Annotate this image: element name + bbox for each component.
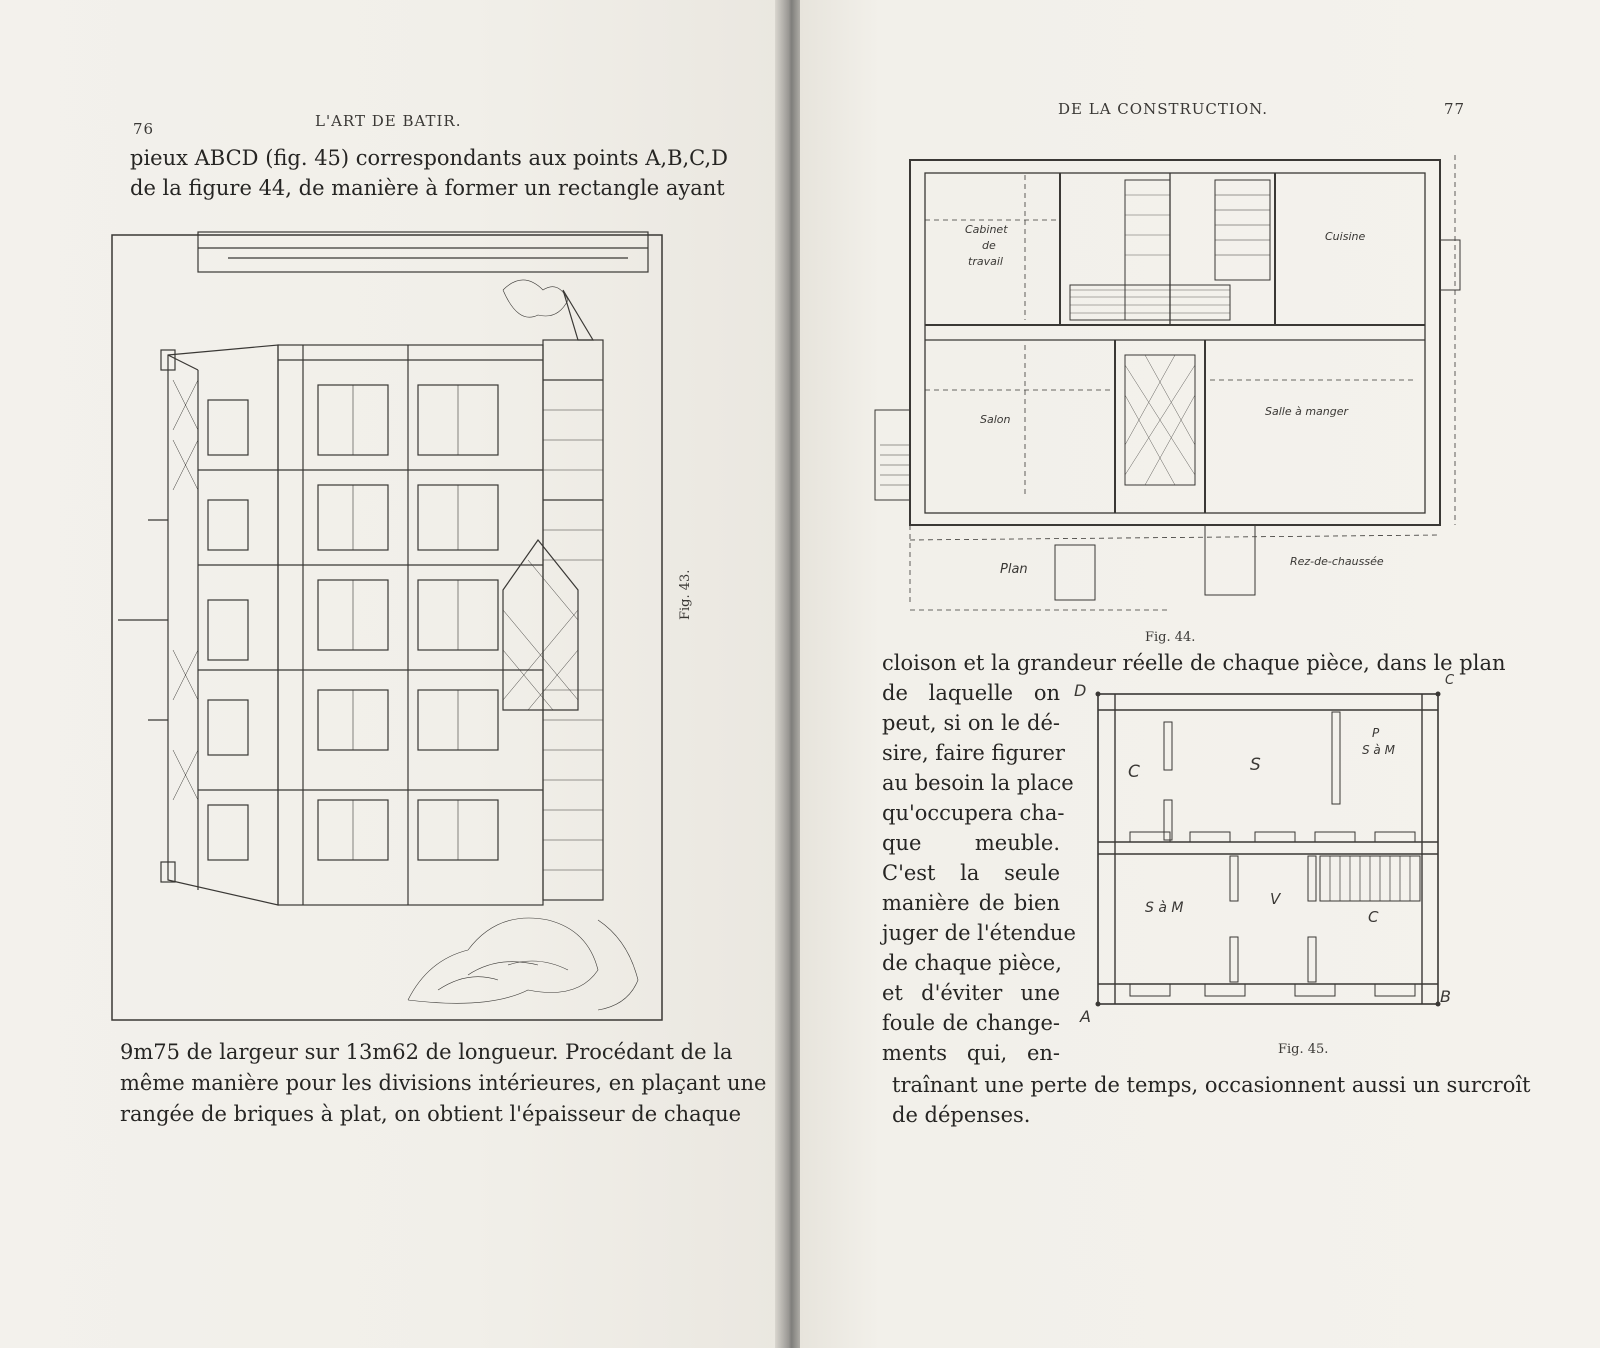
text-line: peut, si on le dé-: [882, 711, 1060, 735]
fig44-label: Plan: [1000, 562, 1028, 577]
text-line: que meuble.: [882, 831, 1060, 855]
right-text-bottom: traînant une perte de temps, occasionnen…: [892, 1070, 1531, 1130]
fig44-label: Cabinet: [965, 223, 1008, 236]
left-text-top: pieux ABCD (fig. 45) correspondants aux …: [130, 143, 729, 203]
text-line: même manière pour les divisions intérieu…: [120, 1071, 767, 1095]
running-head-left: L'ART DE BATIR.: [315, 112, 462, 130]
fig44-label: Salle à manger: [1265, 405, 1350, 418]
text-line: de dépenses.: [892, 1103, 1031, 1127]
fig45-corner-label: D: [1074, 681, 1086, 700]
text-line: rangée de briques à plat, on obtient l'é…: [120, 1102, 742, 1126]
text-line: pieux ABCD (fig. 45) correspondants aux …: [130, 146, 729, 170]
page-number-right: 77: [1444, 100, 1466, 118]
right-text-narrow: de laquelle on peut, si on le dé- sire, …: [882, 678, 1076, 1068]
fig45-corner-label: A: [1079, 1007, 1091, 1026]
figure-44-caption: Fig. 44.: [1145, 630, 1196, 645]
figure-43-elevation: [111, 231, 663, 1021]
left-page: 76 L'ART DE BATIR. pieux ABCD (fig. 45) …: [0, 0, 785, 1348]
text-line: 9m75 de largeur sur 13m62 de longueur. P…: [120, 1040, 733, 1064]
text-line: sire, faire figurer: [882, 741, 1065, 765]
fig45-room-label: S à M: [1362, 743, 1396, 757]
figure-45-caption: Fig. 45.: [1278, 1042, 1329, 1057]
text-line: juger de l'étendue: [882, 921, 1076, 945]
fig44-label: de: [982, 239, 996, 252]
fig45-room-label: S: [1250, 755, 1261, 775]
text-line: traînant une perte de temps, occasionnen…: [892, 1073, 1531, 1097]
page-number-left: 76: [133, 120, 155, 138]
fig45-corner-label: B: [1440, 987, 1451, 1006]
text-line: au besoin la place: [882, 771, 1074, 795]
fig45-room-label: C: [1368, 908, 1379, 926]
text-line: qu'occupera cha-: [882, 801, 1065, 825]
fig44-label: travail: [968, 255, 1003, 268]
text-line: C'est la seule: [882, 861, 1060, 885]
text-line: de chaque pièce,: [882, 951, 1062, 975]
text-line: ments qui, en-: [882, 1041, 1060, 1065]
fig44-label: Cuisine: [1325, 230, 1365, 243]
left-text-bottom: 9m75 de largeur sur 13m62 de longueur. P…: [120, 1037, 767, 1130]
text-line: cloison et la grandeur réelle de chaque …: [882, 651, 1506, 675]
right-page: DE LA CONSTRUCTION. 77: [800, 0, 1600, 1348]
text-line: et d'éviter une: [882, 981, 1060, 1005]
running-head-right: DE LA CONSTRUCTION.: [1058, 100, 1269, 118]
fig45-corner-label: C: [1445, 673, 1455, 688]
figure-44-floor-plan: Cabinet de travail Cuisine Salon Salle à…: [874, 155, 1461, 611]
figure-43-caption: Fig. 43.: [678, 569, 693, 620]
fig44-label: Rez-de-chaussée: [1290, 555, 1384, 568]
fig45-room-label: C: [1128, 762, 1140, 782]
fig45-room-label: P: [1372, 726, 1380, 740]
figure-45-plan: D C B A C S P S à M S à M V C: [1074, 673, 1455, 1026]
text-line: manière de bien: [882, 891, 1060, 915]
text-line: de la figure 44, de manière à former un …: [130, 176, 725, 200]
fig45-room-label: S à M: [1145, 900, 1183, 916]
right-text-top: cloison et la grandeur réelle de chaque …: [882, 648, 1506, 678]
text-line: de laquelle on: [882, 681, 1060, 705]
fig45-room-label: V: [1270, 890, 1282, 908]
fig44-label: Salon: [980, 413, 1011, 426]
text-line: foule de change-: [882, 1011, 1060, 1035]
